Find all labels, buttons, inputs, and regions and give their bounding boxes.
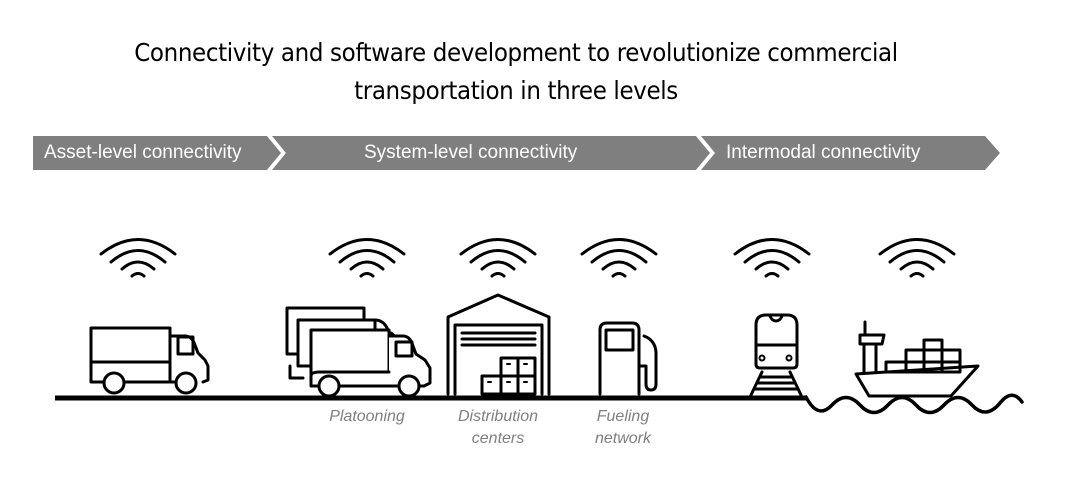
title-line-2: transportation in three levels: [354, 76, 678, 105]
band-system-level: System-level connectivity: [364, 142, 578, 163]
wifi-icon: [459, 238, 537, 278]
warehouse-icon: [446, 293, 551, 396]
wifi-icon: [328, 238, 406, 278]
caption-distribution-centers: Distribution centers: [457, 408, 539, 447]
chevron-banner: Asset-level connectivity System-level co…: [0, 136, 1078, 170]
truck-platoon-icon: [285, 306, 432, 398]
delivery-truck-icon: [89, 326, 210, 395]
wifi-icon: [733, 238, 811, 278]
page-title: Connectivity and software development to…: [41, 34, 990, 110]
chevron-banner-shape: [33, 136, 1000, 170]
wifi-icon: [580, 238, 658, 278]
band-asset-level: Asset-level connectivity: [44, 142, 242, 163]
cargo-ship-icon: [854, 320, 980, 398]
train-icon: [749, 313, 803, 397]
wifi-icon: [878, 238, 956, 278]
caption-fueling-network: Fueling network: [594, 408, 652, 447]
caption-platooning: Platooning: [329, 408, 405, 425]
title-line-1: Connectivity and software development to…: [134, 38, 898, 67]
water-waves-icon: [804, 393, 1024, 415]
wifi-icon: [99, 238, 177, 278]
band-intermodal: Intermodal connectivity: [726, 142, 921, 163]
fuel-pump-icon: [598, 321, 658, 396]
